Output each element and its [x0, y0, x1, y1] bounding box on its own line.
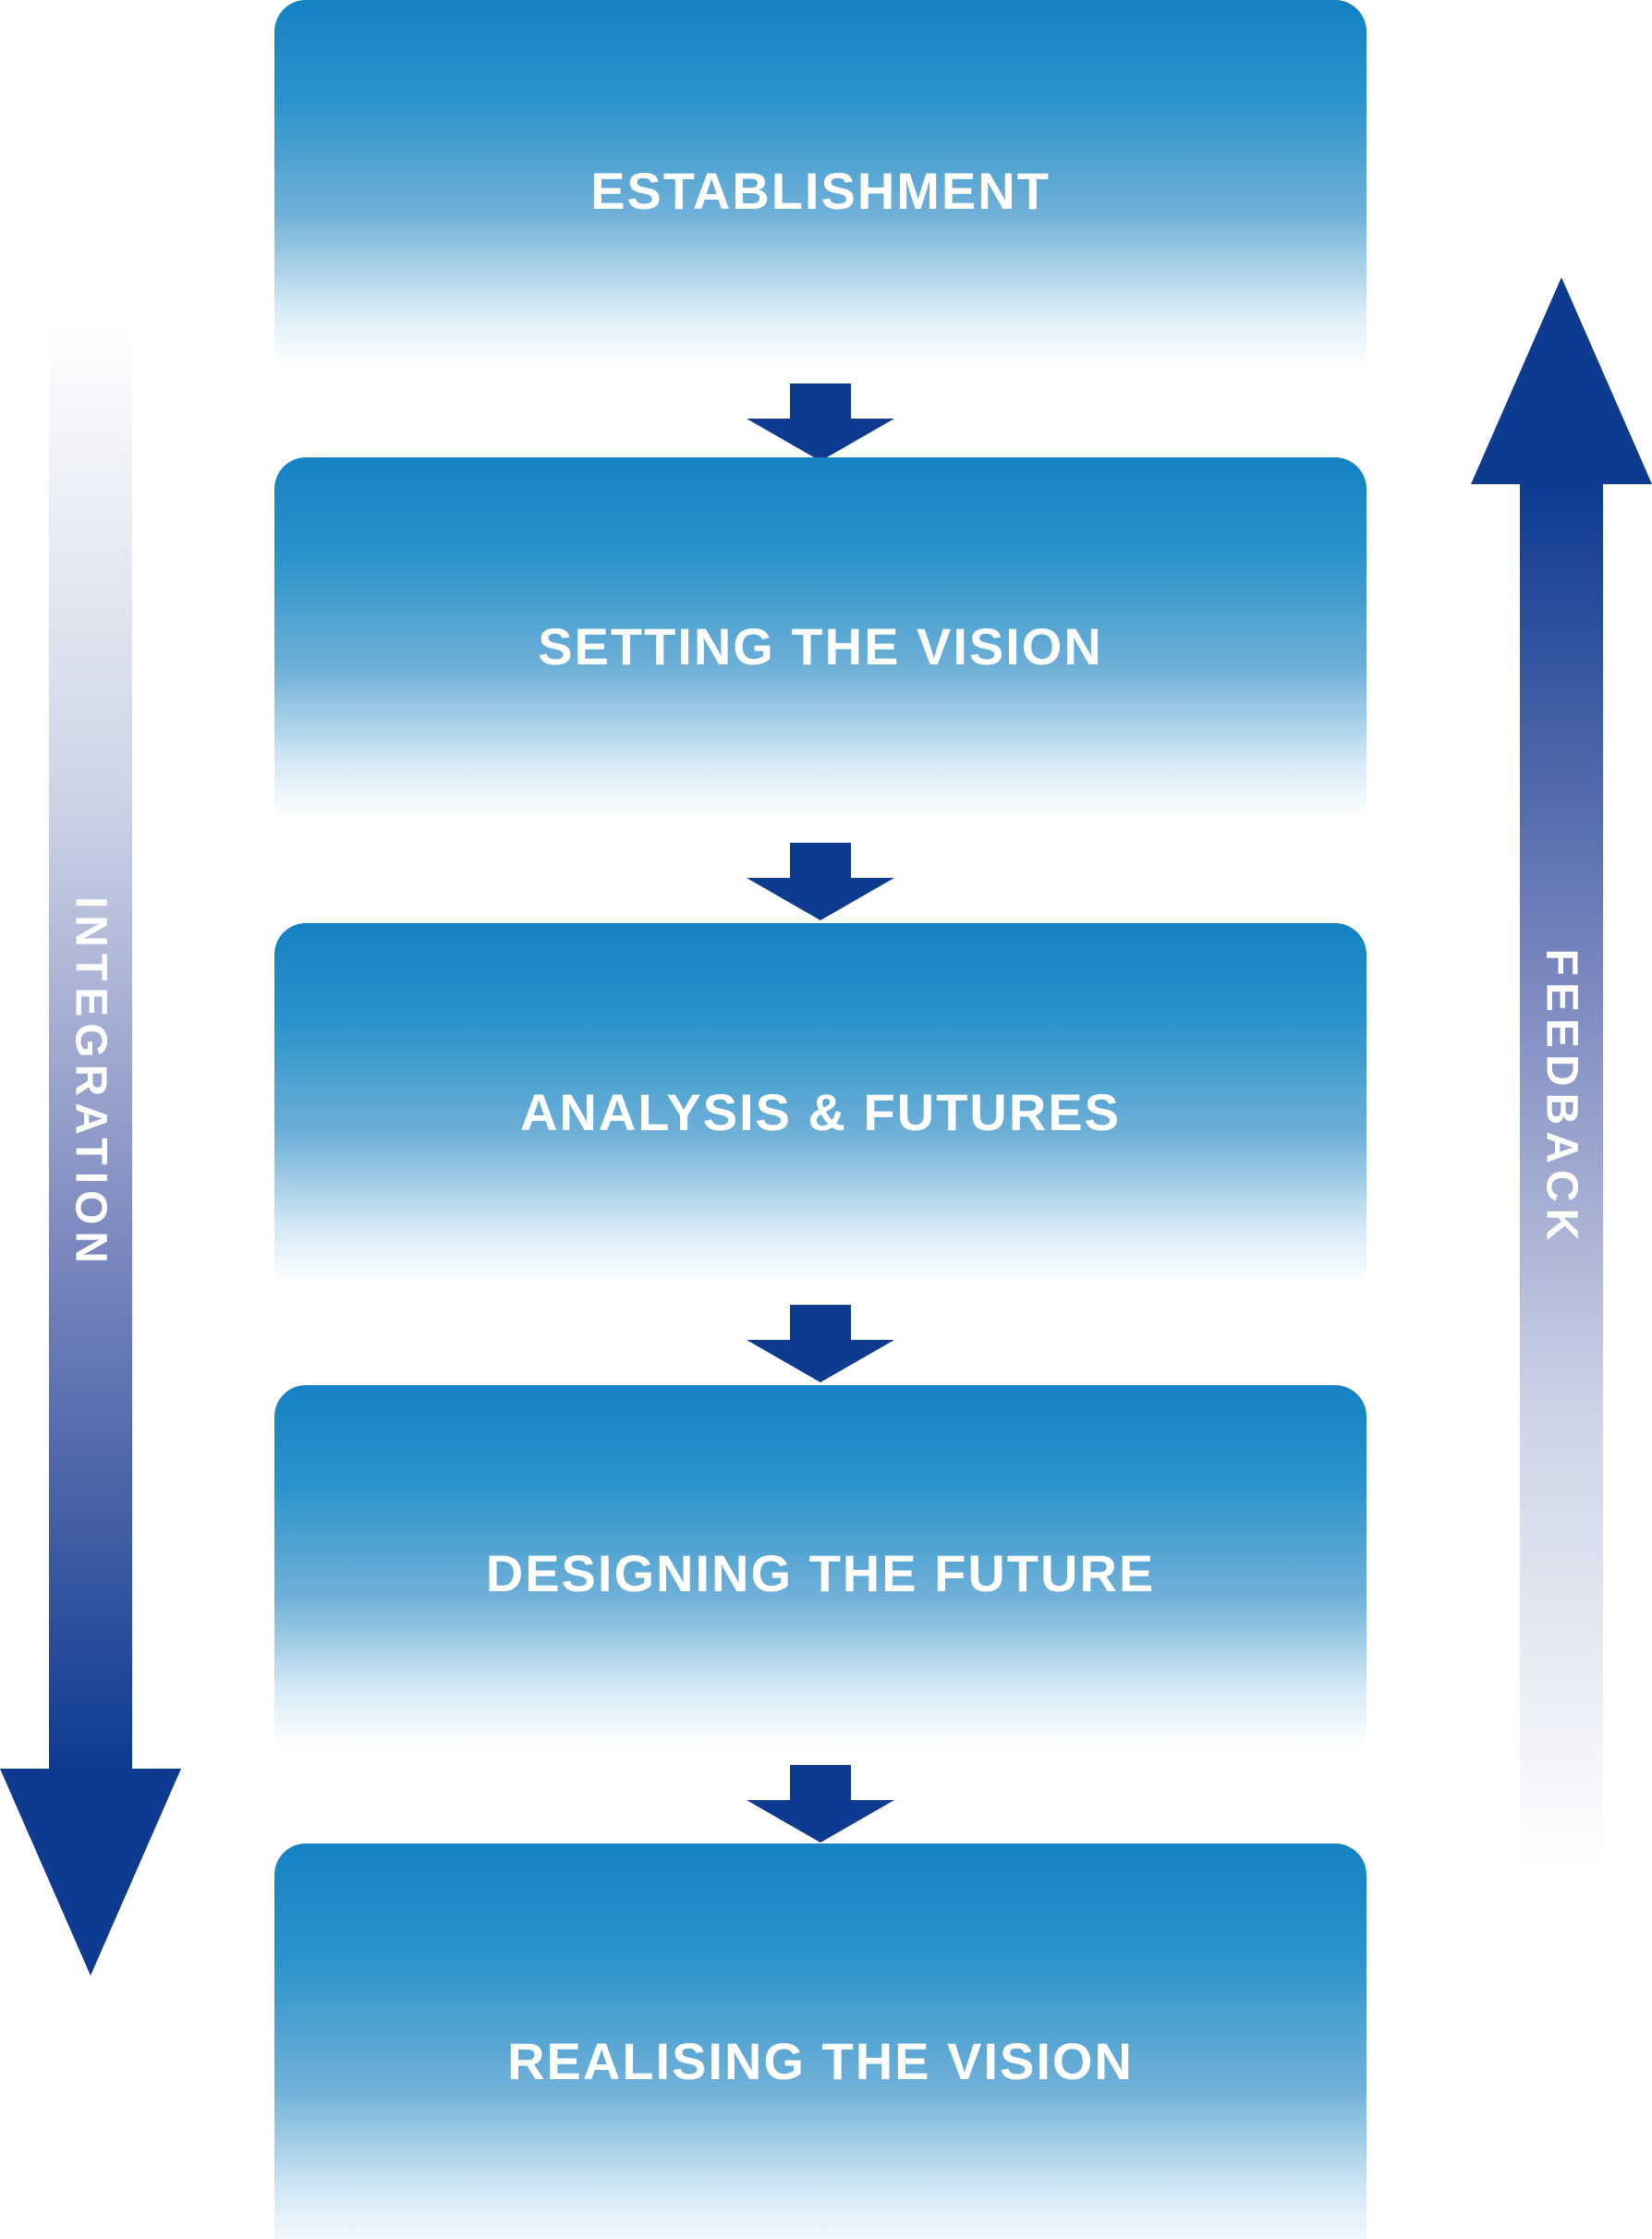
stage-realising-the-vision: REALISING THE VISION — [274, 1844, 1367, 2239]
stage-setting-the-vision: SETTING THE VISION — [274, 457, 1367, 835]
down-arrow-head — [747, 1800, 894, 1843]
down-arrow-head — [747, 1340, 894, 1382]
feedback-arrow: FEEDBACK — [1471, 277, 1652, 1911]
integration-arrow: INTEGRATION — [0, 277, 181, 1976]
integration-arrow-shaft: INTEGRATION — [49, 277, 132, 1769]
down-arrow-icon — [747, 1305, 894, 1382]
down-arrow-head — [747, 878, 894, 920]
stage-analysis-and-futures: ANALYSIS & FUTURES — [274, 923, 1367, 1300]
stage-label: REALISING THE VISION — [507, 2031, 1134, 2090]
down-arrow-icon — [747, 1765, 894, 1843]
down-arrow-head — [747, 419, 894, 461]
arrowhead-down-icon — [0, 1769, 181, 1976]
down-arrow-icon — [747, 843, 894, 920]
down-arrow-icon — [747, 383, 894, 461]
stage-label: DESIGNING THE FUTURE — [485, 1544, 1156, 1602]
feedback-label: FEEDBACK — [1537, 948, 1586, 1247]
down-arrow-shaft — [790, 843, 851, 878]
down-arrow-shaft — [790, 1765, 851, 1800]
stage-label: SETTING THE VISION — [538, 617, 1103, 675]
stage-label: ESTABLISHMENT — [590, 161, 1051, 220]
stage-designing-the-future: DESIGNING THE FUTURE — [274, 1385, 1367, 1761]
feedback-arrow-shaft: FEEDBACK — [1520, 484, 1603, 1911]
arrowhead-up-icon — [1471, 277, 1652, 484]
down-arrow-shaft — [790, 383, 851, 419]
integration-label: INTEGRATION — [66, 895, 115, 1270]
down-arrow-shaft — [790, 1305, 851, 1340]
stage-establishment: ESTABLISHMENT — [274, 0, 1367, 381]
stage-label: ANALYSIS & FUTURES — [519, 1082, 1121, 1141]
